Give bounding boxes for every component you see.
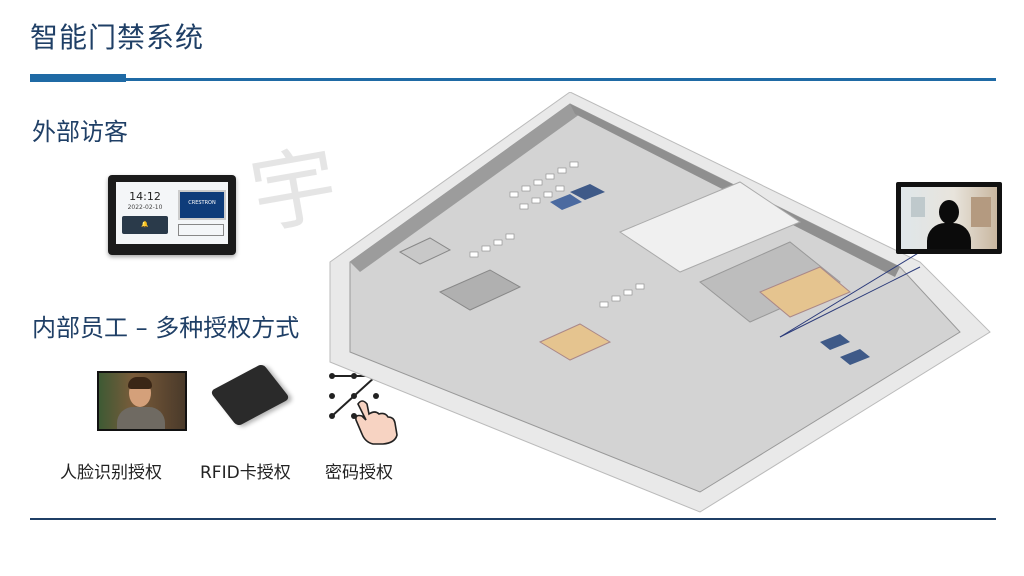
caption-face: 人脸识别授权 [60, 463, 162, 483]
section-external-visitor: 外部访客 [32, 118, 128, 146]
video-intercom-display [896, 182, 1002, 254]
door-panel-device: 14:12 2022-02-10 🔔 CRESTRON [108, 175, 236, 255]
section-internal-staff: 内部员工 – 多种授权方式 [32, 314, 300, 342]
panel-mini-button [178, 224, 224, 236]
caption-rfid: RFID卡授权 [200, 463, 291, 483]
panel-date: 2022-02-10 [127, 204, 163, 211]
footer-rule [30, 518, 996, 520]
panel-clock: 14:12 [129, 190, 161, 203]
header-rule [30, 78, 996, 81]
isometric-floor-plan [329, 92, 991, 513]
caption-password: 密码授权 [325, 463, 393, 483]
brand-logo: CRESTRON [178, 190, 226, 220]
header-accent-bar [30, 74, 126, 82]
page-title: 智能门禁系统 [30, 21, 205, 54]
face-photo-icon [97, 371, 187, 431]
door-panel-screen: 14:12 2022-02-10 🔔 CRESTRON [116, 182, 228, 244]
bell-icon: 🔔 [122, 216, 168, 234]
rfid-card-icon [209, 363, 291, 427]
